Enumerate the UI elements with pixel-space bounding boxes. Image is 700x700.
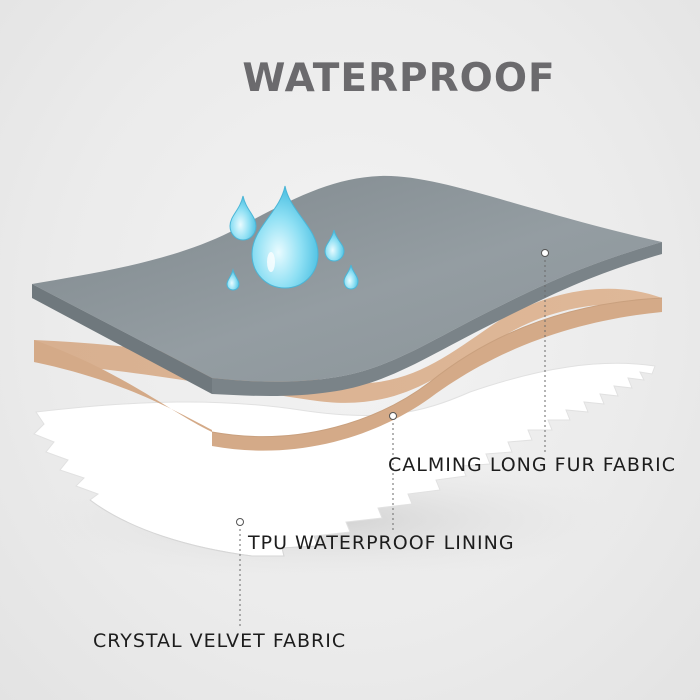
callout-leaders <box>236 249 549 628</box>
fur-fabric-label: CALMING LONG FUR FABRIC <box>388 454 677 476</box>
water-drop-icon <box>324 229 345 262</box>
velvet-callout-dot <box>236 518 244 526</box>
tpu-lining-label: TPU WATERPROOF LINING <box>248 532 515 554</box>
tpu-callout-dot <box>389 412 397 420</box>
fur-callout-dot <box>541 249 549 257</box>
water-drop-icon <box>226 268 240 291</box>
water-drop-icon <box>343 264 359 290</box>
water-drop-icon <box>229 195 257 241</box>
velvet-layer <box>33 362 656 557</box>
velvet-fabric-label: CRYSTAL VELVET FABRIC <box>93 630 347 652</box>
diagram-title: WATERPROOF <box>242 56 556 101</box>
water-drops <box>226 185 359 291</box>
